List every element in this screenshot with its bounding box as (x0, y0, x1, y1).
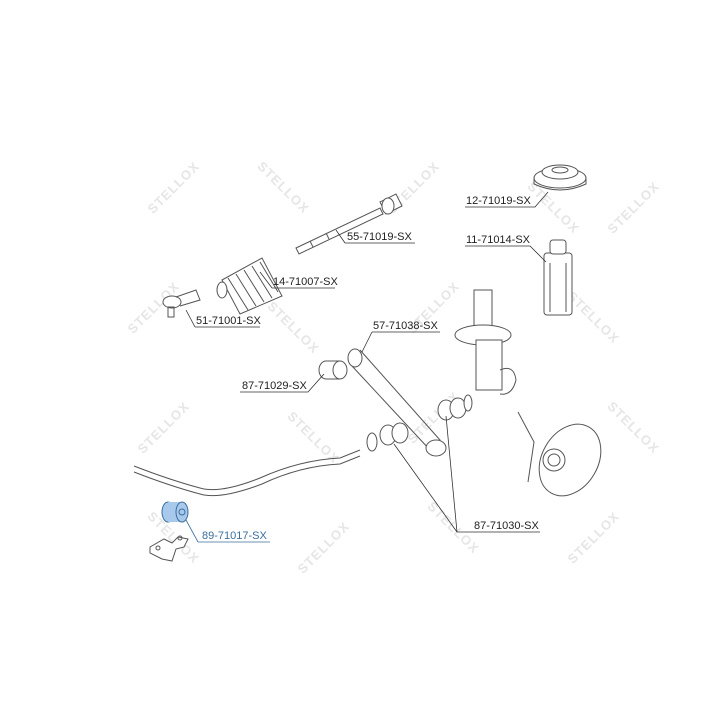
part-label-55-71019[interactable]: 55-71019-SX (347, 231, 412, 243)
stabilizer-bar-icon (133, 449, 361, 497)
part-label-14-71007[interactable]: 14-71007-SX (273, 276, 338, 288)
control-arm-bushings-icon (366, 394, 473, 452)
lower-control-arm-icon (347, 348, 447, 457)
leader-lines (185, 191, 549, 543)
bump-stop-icon (543, 239, 573, 316)
part-label-89-71017[interactable]: 89-71017-SX (202, 530, 267, 542)
rack-boot-icon (216, 257, 283, 315)
inner-tie-rod-icon (295, 193, 403, 255)
part-label-87-71030[interactable]: 87-71030-SX (474, 520, 539, 532)
strut-assembly-icon (454, 289, 517, 395)
part-label-57-71038[interactable]: 57-71038-SX (373, 320, 438, 332)
part-label-11-71014[interactable]: 11-71014-SX (466, 234, 531, 246)
part-label-51-71001[interactable]: 51-71001-SX (196, 315, 261, 327)
part-label-87-71029[interactable]: 87-71029-SX (242, 380, 307, 392)
control-arm-bushing-icon (318, 360, 348, 380)
tie-rod-end-icon (162, 289, 201, 318)
strut-top-mount-icon (533, 164, 587, 191)
part-label-12-71019[interactable]: 12-71019-SX (466, 195, 531, 207)
stabilizer-bracket-icon (149, 535, 189, 562)
steering-knuckle-icon (517, 411, 602, 497)
stabilizer-bushing-icon (161, 501, 189, 523)
